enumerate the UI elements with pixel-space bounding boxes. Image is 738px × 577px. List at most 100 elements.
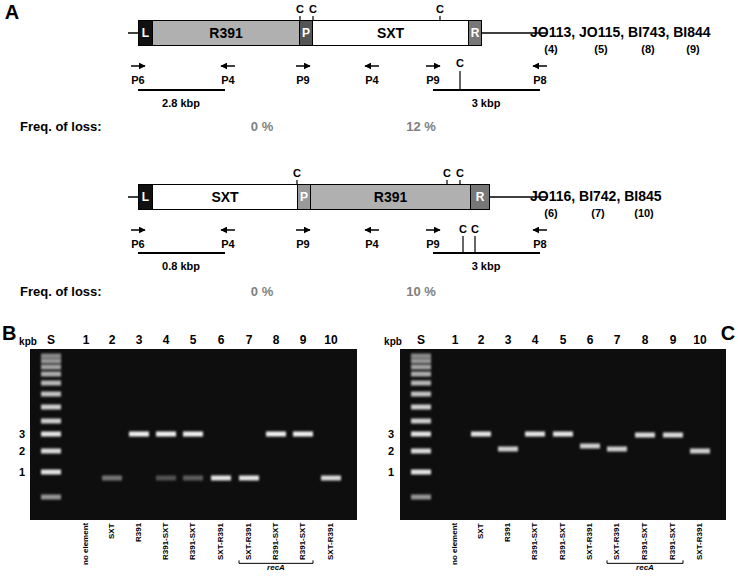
lane-label: SXT-R391: [327, 523, 336, 560]
box-label: R: [476, 191, 485, 203]
row-label: Freq. of loss:: [20, 285, 102, 299]
lane-number: 8: [273, 334, 280, 347]
lane-reference: (5): [594, 43, 607, 55]
lane-label: R391-SXT: [641, 523, 650, 560]
strain-list: JO116, BI742, BI845: [530, 189, 662, 204]
gel-band: [239, 476, 259, 481]
primer-arrow: [296, 229, 310, 231]
lane-number: 5: [560, 334, 567, 347]
lane-reference: (10): [634, 207, 654, 219]
gel-band: [411, 372, 431, 377]
loss-frequency: 12 %: [406, 120, 436, 134]
gel-band: [41, 372, 61, 377]
axis-unit: kpb: [384, 336, 402, 347]
lane-number: 8: [642, 334, 649, 347]
gel-band: [41, 381, 61, 386]
lane-label: SXT: [477, 523, 486, 539]
gel-band: [41, 449, 61, 454]
row-label: Freq. of loss:: [20, 120, 102, 134]
box-label: SXT: [377, 26, 404, 40]
lane-number: 7: [246, 334, 253, 347]
gel-band: [41, 419, 61, 424]
size-marker: 2: [388, 445, 394, 457]
gel-band: [41, 405, 61, 410]
site-tick: [459, 71, 460, 90]
restriction-site: C: [456, 167, 464, 179]
loss-frequency: 0 %: [251, 285, 273, 299]
primer-label: P9: [426, 238, 439, 250]
lane-label: SXT-R391: [696, 523, 705, 560]
gel-band: [607, 447, 627, 452]
lane-number: 10: [324, 334, 337, 347]
lane-number: 6: [218, 334, 225, 347]
lane-reference: (4): [544, 43, 557, 55]
loss-frequency: 0 %: [251, 120, 273, 134]
strain-bracket-label: recA: [636, 564, 654, 573]
site-tick: [462, 236, 463, 253]
primer-arrow: [296, 65, 310, 67]
gel-band: [293, 432, 313, 437]
strain-bracket: [607, 560, 683, 563]
gel-band: [41, 359, 61, 364]
attachment-site-box: R: [468, 20, 482, 46]
gel-band: [321, 476, 341, 481]
size-label: 0.8 kbp: [162, 260, 200, 272]
lane-number: 7: [614, 334, 621, 347]
gel-band: [525, 432, 545, 437]
size-label: 3 kbp: [472, 260, 501, 272]
gel-band: [411, 470, 431, 475]
gel-band: [411, 392, 431, 397]
primer-label: P4: [221, 74, 234, 86]
lane-label: R391: [504, 523, 513, 542]
lane-label: SXT-R391: [217, 523, 226, 560]
restriction-site: C: [293, 167, 301, 179]
gel-band: [183, 476, 203, 481]
lane-number: S: [47, 334, 55, 347]
box-label: SXT: [211, 190, 238, 204]
gel-band: [411, 359, 431, 364]
lane-number: 9: [670, 334, 677, 347]
restriction-site: C: [459, 223, 467, 235]
gel-band: [41, 392, 61, 397]
primer-label: P6: [131, 238, 144, 250]
lane-number: 5: [190, 334, 197, 347]
lane-label: SXT-R391: [586, 523, 595, 560]
lane-reference: (6): [544, 207, 557, 219]
restriction-site: C: [436, 3, 444, 15]
lane-number: 2: [478, 334, 485, 347]
size-marker: 1: [19, 466, 25, 478]
size-marker: 2: [19, 445, 25, 457]
lane-label: R391: [135, 523, 144, 542]
lane-number: 6: [587, 334, 594, 347]
gel-band: [41, 365, 61, 370]
lane-number: 1: [452, 334, 459, 347]
gel-image: [30, 349, 357, 520]
primer-label: P9: [426, 74, 439, 86]
restriction-site: C: [443, 167, 451, 179]
primer-arrow: [365, 229, 379, 231]
lane-label: R391-SXT: [531, 523, 540, 560]
box-label: P: [302, 27, 310, 39]
lane-number: 2: [109, 334, 116, 347]
amplicon-line: [433, 89, 540, 91]
restriction-site: C: [471, 223, 479, 235]
panel-letter: A: [5, 1, 19, 23]
gel-band: [129, 432, 149, 437]
lane-number: S: [417, 334, 425, 347]
size-label: 3 kbp: [472, 97, 501, 109]
primer-label: P9: [296, 74, 309, 86]
primer-arrow: [426, 229, 440, 231]
lane-label: R391-SXT: [299, 523, 308, 560]
restriction-site: C: [456, 57, 464, 69]
panel-letter: B: [2, 322, 16, 344]
primer-label: P8: [533, 238, 546, 250]
lane-reference: (9): [686, 43, 699, 55]
gel-band: [156, 432, 176, 437]
gel-band: [156, 476, 176, 481]
gel-band: [411, 381, 431, 386]
gel-band: [411, 419, 431, 424]
primer-label: P6: [131, 74, 144, 86]
lane-reference: (7): [591, 207, 604, 219]
lane-number: 9: [300, 334, 307, 347]
